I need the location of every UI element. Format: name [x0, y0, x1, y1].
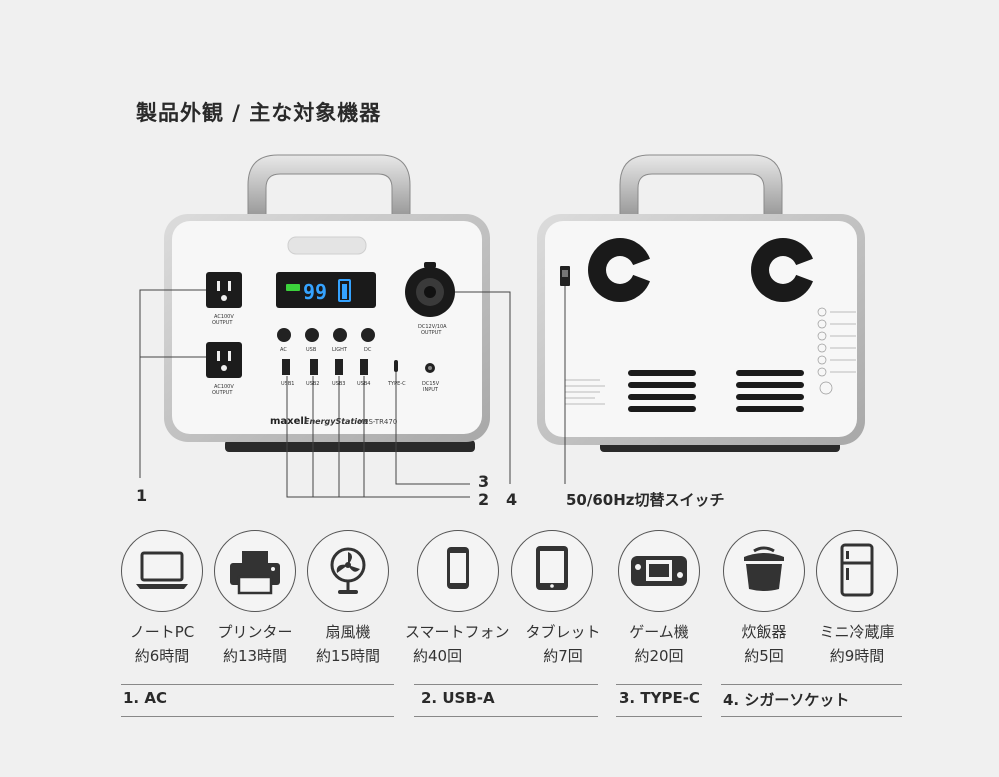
rice-cooker-icon	[723, 530, 805, 612]
callout-4: 4	[506, 490, 518, 509]
device-label: ゲーム機約20回	[629, 623, 689, 665]
device-label: 扇風機約15時間	[315, 623, 381, 665]
svg-text:AC100V: AC100V	[214, 384, 234, 390]
laptop-icon	[121, 530, 203, 612]
front-panel	[172, 221, 482, 434]
tablet-icon	[511, 530, 593, 612]
smartphone-icon	[417, 530, 499, 612]
frequency-switch	[560, 266, 570, 286]
grille-vents	[628, 370, 804, 412]
fan-vent-right	[751, 238, 823, 302]
svg-text:OUTPUT: OUTPUT	[212, 320, 233, 326]
svg-text:USB2: USB2	[306, 381, 319, 387]
display-digits: 99	[303, 280, 327, 304]
category-type-c: 3. TYPE-C	[619, 689, 700, 707]
back-unit	[537, 154, 865, 452]
svg-text:OUTPUT: OUTPUT	[421, 330, 442, 336]
svg-text:OUTPUT: OUTPUT	[212, 390, 233, 396]
brand-logo: maxell	[270, 416, 307, 427]
device-label: タブレット約7回	[525, 623, 601, 665]
svg-text:DC15V: DC15V	[422, 381, 440, 387]
callout-lines	[139, 286, 566, 498]
fan-icon	[307, 530, 389, 612]
callout-3: 3	[478, 472, 490, 491]
svg-text:LIGHT: LIGHT	[332, 347, 348, 353]
divider	[616, 716, 702, 717]
svg-text:USB4: USB4	[357, 381, 370, 387]
device-label: スマートフォン約40回	[405, 623, 510, 665]
page-title: 製品外観 / 主な対象機器	[136, 101, 382, 125]
callout-1: 1	[136, 486, 148, 505]
callout-2: 2	[478, 490, 490, 509]
fan-vent-left	[588, 238, 660, 302]
device-label: プリンター約13時間	[217, 623, 293, 665]
front-unit: 99 AC100V OUTPUT AC100V OUTPUT DC12V/10A…	[164, 154, 490, 452]
divider	[721, 684, 902, 685]
game-console-icon	[618, 530, 700, 612]
indicator-green	[286, 284, 300, 291]
back-panel	[545, 221, 857, 437]
svg-text:USB3: USB3	[332, 381, 345, 387]
fridge-icon	[816, 530, 898, 612]
category-usb-a: 2. USB-A	[421, 689, 495, 707]
model-name: MES-TR470	[358, 418, 397, 426]
cigar-socket	[405, 267, 455, 317]
svg-text:INPUT: INPUT	[423, 387, 439, 393]
svg-text:TYPE-C: TYPE-C	[387, 381, 406, 387]
divider	[121, 716, 394, 717]
ac-outlet-top	[206, 272, 242, 308]
device-label: ミニ冷蔵庫約9時間	[819, 623, 895, 665]
printer-icon	[214, 530, 296, 612]
divider	[121, 684, 394, 685]
category-cigar-socket: 4. シガーソケット	[723, 691, 850, 709]
category-ac: 1. AC	[123, 689, 167, 707]
divider	[414, 716, 598, 717]
battery-display	[276, 272, 376, 308]
divider	[414, 684, 598, 685]
svg-text:DC12V/10A: DC12V/10A	[418, 324, 447, 330]
svg-text:DC: DC	[364, 347, 372, 353]
divider	[616, 684, 702, 685]
svg-text:USB1: USB1	[281, 381, 294, 387]
svg-text:AC: AC	[280, 347, 287, 353]
switch-label: 50/60Hz切替スイッチ	[566, 491, 725, 509]
device-label: 炊飯器約5回	[741, 623, 787, 665]
product-name: EnergyStation	[304, 417, 369, 426]
ac-outlet-bottom	[206, 342, 242, 378]
svg-text:USB: USB	[306, 347, 317, 353]
divider	[721, 716, 902, 717]
svg-text:AC100V: AC100V	[214, 314, 234, 320]
